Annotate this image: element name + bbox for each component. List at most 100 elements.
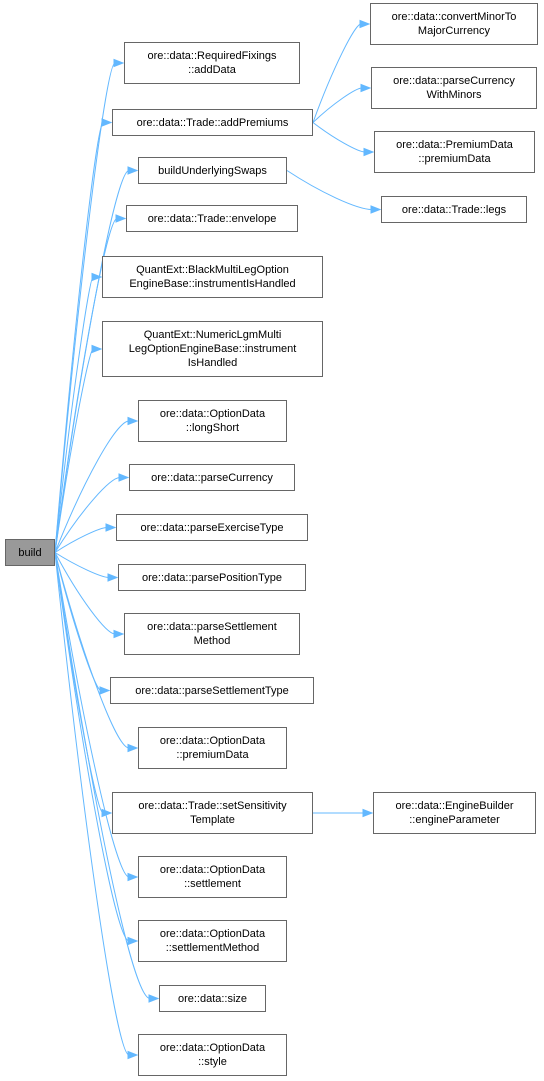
node-option-data-long-short[interactable]: ore::data::OptionData::longShort [138, 400, 287, 442]
edge-build-to-parseSettlementMethod [54, 552, 116, 635]
node-label-line: ore::data::EngineBuilder [395, 800, 514, 812]
node-label-line: build [18, 546, 42, 559]
node-label-line: ::engineParameter [409, 814, 500, 826]
node-label-line: ore::data::size [177, 992, 248, 1005]
edge-addPremiums-to-parseCurrencyWithMinors [312, 87, 363, 123]
node-option-data-style[interactable]: ore::data::OptionData::style [138, 1034, 287, 1076]
node-label-line: ore::data::parseSettlementType [135, 684, 289, 697]
node-label-line: ore::data::Trade::addPremiums [136, 116, 289, 129]
arrowhead-parseCurrency [118, 473, 130, 482]
node-parse-exercise-type[interactable]: ore::data::parseExerciseType [116, 514, 308, 541]
node-label-line: Template [190, 814, 235, 826]
arrowhead-parseCurrencyWithMinors [360, 83, 372, 93]
arrowhead-longShort [127, 416, 139, 426]
arrowhead-setSensitivityTemplate [101, 808, 113, 818]
node-label-line: ore::data::OptionData [159, 408, 266, 420]
node-label-line: ::settlementMethod [165, 942, 260, 954]
node-label-line: QuantExt::BlackMultiLegOption [136, 264, 289, 276]
node-label-line: ore::data::parseCurrency [151, 471, 273, 484]
edge-build-to-size [54, 552, 151, 999]
edge-build-to-settlement [54, 552, 130, 878]
arrowhead-settlementMethod [127, 936, 139, 946]
node-size[interactable]: ore::data::size [159, 985, 266, 1012]
node-label-line: ore::data::parsePositionType [141, 571, 283, 584]
node-label-line: LegOptionEngineBase::instrument [128, 343, 297, 355]
node-label-line: buildUnderlyingSwaps [158, 164, 267, 177]
arrowhead-style [127, 1050, 139, 1060]
node-label-line: ore::data::parseCurrency [393, 75, 515, 87]
arrowhead-envelope [115, 214, 127, 223]
node-label-line: ore::data::Trade::legs [401, 203, 507, 216]
arrowhead-buildUnderlyingSwaps [127, 166, 139, 175]
node-label-line: MajorCurrency [417, 25, 491, 37]
node-parse-position-type[interactable]: ore::data::parsePositionType [118, 564, 306, 591]
node-trade-add-premiums[interactable]: ore::data::Trade::addPremiums [112, 109, 313, 136]
arrowhead-convertMinor [359, 19, 371, 29]
arrowhead-parsePositionType [107, 573, 119, 582]
arrowhead-parseSettlementMethod [113, 629, 125, 639]
arrowhead-blackMulti [91, 272, 103, 282]
arrowhead-addPremiums [101, 118, 113, 127]
node-label-line: ore::data::OptionData [159, 928, 266, 940]
node-parse-settlement-type[interactable]: ore::data::parseSettlementType [110, 677, 314, 704]
edge-build-to-blackMulti [54, 276, 94, 553]
arrowhead-size [148, 994, 160, 1003]
node-trade-legs[interactable]: ore::data::Trade::legs [381, 196, 527, 223]
node-label-line: ore::data::Trade::setSensitivity [138, 800, 287, 812]
edge-buildUnderlyingSwaps-to-legs [286, 170, 373, 210]
arrowhead-premiumDataPremium [363, 147, 375, 157]
node-required-fixings-add-data[interactable]: ore::data::RequiredFixings::addData [124, 42, 300, 84]
node-label-line: ore::data::RequiredFixings [147, 50, 277, 62]
edge-build-to-numericLgm [54, 348, 94, 553]
node-engine-builder-engine-parameter[interactable]: ore::data::EngineBuilder::engineParamete… [373, 792, 536, 834]
node-label-line: QuantExt::NumericLgmMulti [143, 329, 282, 341]
edge-build-to-optPremiumData [54, 552, 130, 749]
arrowhead-optPremiumData [127, 743, 139, 753]
edge-addPremiums-to-premiumDataPremium [312, 122, 366, 153]
node-label-line: ::premiumData [176, 749, 249, 761]
arrowhead-engineParameter [362, 808, 374, 818]
node-option-data-premium-data[interactable]: ore::data::OptionData::premiumData [138, 727, 287, 769]
arrowhead-legs [370, 205, 382, 214]
edge-build-to-addData [54, 62, 116, 553]
node-parse-currency[interactable]: ore::data::parseCurrency [129, 464, 295, 491]
node-label-line: ::longShort [185, 422, 240, 434]
node-label-line: ore::data::parseSettlement [147, 621, 277, 633]
node-build-underlying-swaps[interactable]: buildUnderlyingSwaps [138, 157, 287, 184]
arrowhead-parseExerciseType [105, 523, 117, 532]
edge-addPremiums-to-convertMinor [312, 23, 362, 123]
node-label-line: ore::data::PremiumData [396, 139, 513, 151]
arrowhead-settlement [127, 872, 139, 882]
node-trade-envelope[interactable]: ore::data::Trade::envelope [126, 205, 298, 232]
node-build[interactable]: build [5, 539, 55, 566]
node-label-line: ore::data::convertMinorTo [391, 11, 517, 23]
edge-build-to-parseExerciseType [54, 527, 108, 553]
node-label-line: ore::data::Trade::envelope [147, 212, 277, 225]
node-option-data-settlement-method[interactable]: ore::data::OptionData::settlementMethod [138, 920, 287, 962]
edge-build-to-envelope [54, 218, 118, 553]
node-label-line: ::addData [188, 64, 236, 76]
node-label-line: Method [193, 635, 231, 647]
node-label-line: ore::data::OptionData [159, 1042, 266, 1054]
arrowhead-parseSettlementType [99, 686, 111, 695]
edge-build-to-parsePositionType [54, 552, 110, 578]
edge-build-to-style [54, 552, 130, 1056]
node-label-line: ::style [198, 1056, 227, 1068]
node-option-data-settlement[interactable]: ore::data::OptionData::settlement [138, 856, 287, 898]
arrowhead-addData [113, 58, 125, 68]
node-label-line: WithMinors [426, 89, 482, 101]
node-label-line: ::premiumData [418, 153, 491, 165]
node-label-line: ::settlement [184, 878, 241, 890]
node-label-line: IsHandled [187, 357, 238, 369]
node-label-line: ore::data::OptionData [159, 735, 266, 747]
edge-build-to-parseCurrency [54, 477, 121, 553]
node-premium-data-premium-data[interactable]: ore::data::PremiumData::premiumData [374, 131, 535, 173]
